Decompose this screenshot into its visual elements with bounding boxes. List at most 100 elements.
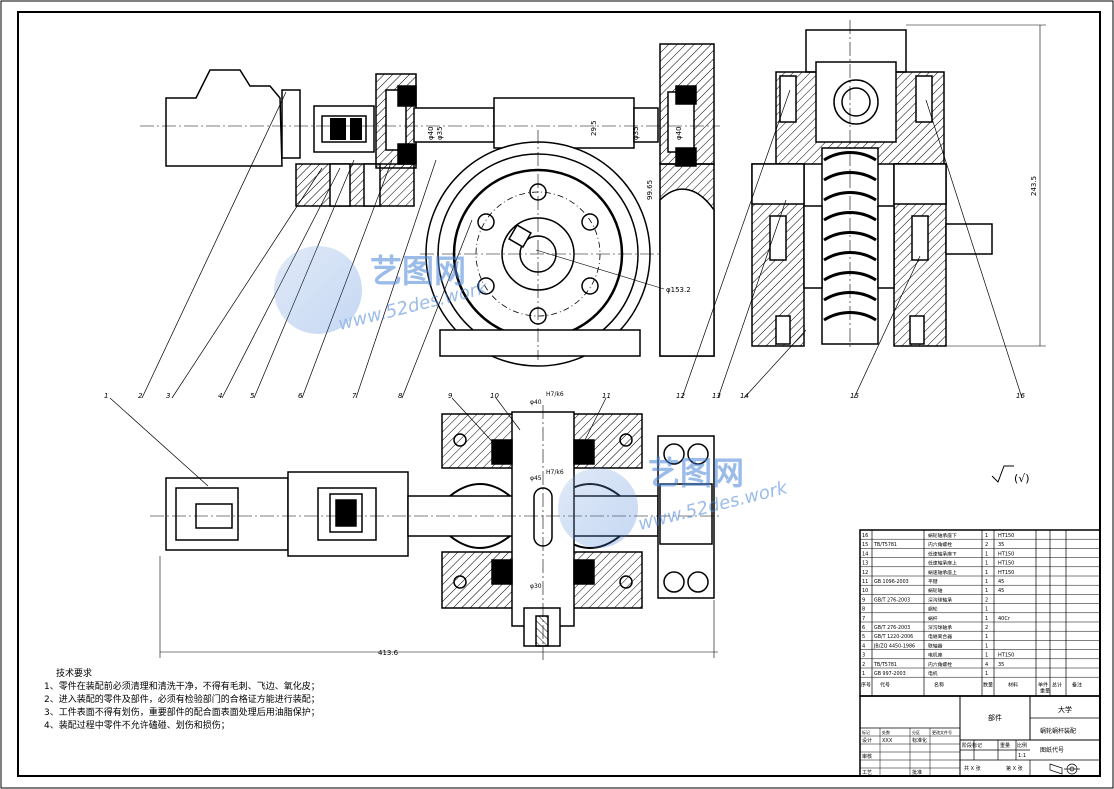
bom-header-w1: 单件: [1038, 681, 1048, 688]
dim-d-main-2: φ35: [436, 126, 444, 140]
dim-len-shaft: 29.5: [590, 120, 598, 136]
bom-cell-name: 低速轴承座下: [928, 550, 957, 557]
bom-header-name: 名称: [934, 681, 944, 688]
balloon-3: 3: [166, 392, 170, 400]
bom-cell-name: 内六角螺栓: [928, 541, 952, 548]
tb-design-name: XXX: [882, 738, 893, 744]
bom-cell-no: 4: [862, 643, 865, 649]
bom-cell-name: 平键: [928, 578, 938, 585]
bom-cell-qty: 4: [985, 662, 988, 668]
bom-cell-name: 蜗轮: [928, 606, 938, 613]
bom-header-code: 代号: [880, 681, 890, 688]
balloons: 1 2 3 4 5 6 7 8 9 10 11 12 13 14 15 16: [104, 392, 1025, 400]
bom-cell-mat: 40Cr: [998, 616, 1011, 622]
bom-cell-qty: 1: [985, 643, 988, 649]
tb-stage-mark: 阶段标记: [962, 742, 982, 749]
side-shaft-end: [945, 223, 993, 255]
dim-height-total: 243.5: [1030, 176, 1038, 196]
watermark-logo-2: 艺图网: [648, 454, 744, 492]
motor-body: [165, 69, 283, 167]
dim-d-main-1: φ40: [427, 126, 435, 140]
bom-cell-no: 8: [862, 607, 865, 613]
balloon-4: 4: [218, 392, 222, 400]
bom-cell-mat: 45: [998, 579, 1004, 585]
tb-row-mark: 标记: [862, 729, 870, 735]
bom-header-no: 序号: [861, 681, 871, 688]
tb-process: 工艺: [862, 770, 872, 776]
bom-cell-no: 5: [862, 634, 865, 640]
bom-cell-name: 深沟球轴承: [928, 596, 952, 603]
balloon-2: 2: [138, 392, 143, 400]
motor-flange: [281, 89, 301, 159]
bom-cell-no: 12: [862, 570, 868, 576]
bom-cell-mat: HT150: [998, 561, 1014, 567]
bom-cell-mat: 35: [998, 542, 1004, 548]
bom-cell-mat: HT150: [998, 570, 1014, 576]
tb-approve: 批准: [912, 769, 922, 776]
inner-border: [17, 11, 1101, 777]
bom-cell-name: 联轴器: [928, 642, 943, 649]
title-block-text: 大学 蜗轮蜗杆装配 部件 阶段标记 重量 比例 1:1 图纸代号 共 X 张 第…: [862, 705, 1076, 776]
dim-d-right-1: φ35: [632, 126, 640, 140]
front-dims: φ40 φ35 29.5 φ35 φ40 99.65 φ153.2: [427, 120, 691, 294]
balloon-10: 10: [490, 392, 499, 400]
note-item-1: 1、零件在装配前必须清理和清洗干净，不得有毛刺、飞边、氧化皮；: [44, 682, 320, 692]
tb-scale: 1:1: [1018, 753, 1026, 759]
bom-header-weight: 重量: [1040, 687, 1050, 694]
dim-mid-dia: φ45: [530, 475, 542, 482]
tb-drawing-name: 蜗轮蜗杆装配: [1040, 727, 1076, 735]
bom-cell-mat: HT150: [998, 533, 1014, 539]
bom-cell-name: 蜗轮轴: [928, 587, 943, 594]
bom-cell-name: 电机座: [928, 652, 943, 659]
tb-sheet-total: 共 X 张: [964, 765, 981, 772]
bom-cell-name: 蜗轮轴承座下: [928, 532, 957, 539]
bom-cell-qty: 1: [985, 561, 988, 567]
front-view: [140, 43, 720, 367]
projection-symbol: [1049, 763, 1080, 775]
bom-cell-name: 蜗速轴承座上: [928, 569, 957, 576]
balloon-9: 9: [448, 392, 453, 400]
bom-cell-mat: HT150: [998, 551, 1014, 557]
tb-review: 审核: [862, 753, 872, 760]
dim-wheel-dia: φ153.2: [666, 286, 691, 294]
worm: [493, 97, 635, 149]
bom-cell-qty: 2: [985, 542, 988, 548]
dim-top-fit: H7/k6: [546, 391, 564, 398]
bom-cell-name: 蜗杆: [928, 615, 938, 622]
note-item-2: 2、进入装配的零件及部件，必须有检验部门的合格证方能进行装配；: [44, 695, 320, 705]
note-item-3: 3、工件表面不得有划伤，重要部件的配合面表面处理后用油脂保护；: [44, 708, 320, 718]
balloon-12: 12: [676, 392, 685, 400]
dim-width-total: 413.6: [378, 649, 399, 657]
tb-sheet-no: 第 X 张: [1006, 765, 1023, 772]
tb-row-file: 更改文件号: [932, 729, 952, 735]
bom-cell-code: GB/T 1220-2006: [874, 634, 913, 640]
bom-cell-code: GB 1096-2003: [874, 579, 909, 585]
note-item-4: 4、装配过程中零件不允许磕碰、划伤和损伤；: [44, 721, 230, 731]
roughness-symbol: (√): [991, 465, 1030, 485]
tb-weight-label: 重量: [1000, 742, 1010, 749]
bom-cell-name: 内六角螺栓: [928, 661, 952, 668]
dim-mid-fit: H7/k6: [546, 469, 564, 476]
balloon-11: 11: [602, 392, 611, 400]
bom-cell-qty: 1: [985, 653, 988, 659]
bom-cell-qty: 1: [985, 607, 988, 613]
motor-seat: [295, 163, 415, 207]
bom-cell-no: 6: [862, 625, 865, 631]
bom-cell-name: 电机: [928, 670, 938, 677]
tb-school: 大学: [1058, 705, 1072, 714]
notes-title: 技术要求: [56, 669, 93, 679]
bom-cell-qty: 1: [985, 551, 988, 557]
dim-top-bore: φ40: [530, 399, 542, 406]
title-block: [859, 695, 1101, 777]
bom-cell-code: GB/T 276-2003: [874, 597, 910, 603]
dim-bottom-dia: φ30: [530, 583, 542, 590]
tb-part-label: 部件: [988, 713, 1002, 722]
roughness-text: (√): [1014, 472, 1030, 485]
bom-cell-no: 16: [862, 533, 868, 539]
watermark-logo-1: 艺图网: [370, 252, 466, 290]
bom-cell-qty: 1: [985, 579, 988, 585]
top-view: [150, 405, 720, 660]
side-view: [751, 20, 1046, 350]
